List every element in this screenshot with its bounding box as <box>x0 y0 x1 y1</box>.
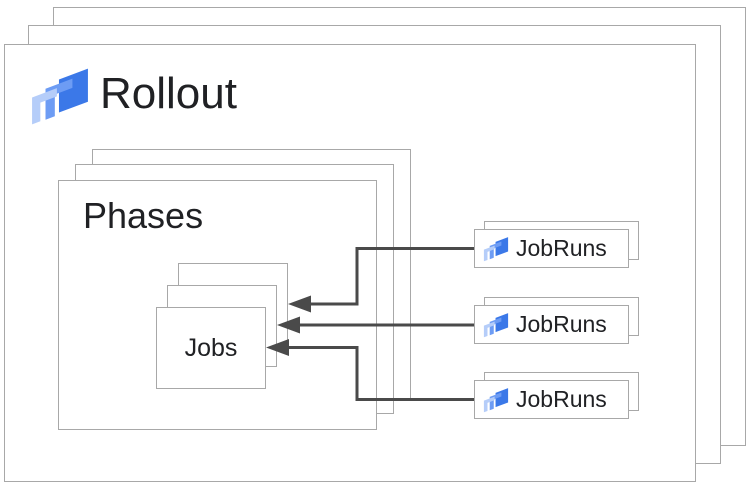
jobruns-card-3: JobRuns <box>474 380 629 419</box>
arrow-jobruns2-to-jobs <box>277 316 474 334</box>
jobruns-label: JobRuns <box>516 386 607 412</box>
jobruns-card-1: JobRuns <box>474 229 629 268</box>
phases-title: Phases <box>83 195 204 236</box>
jobruns-label: JobRuns <box>516 235 607 261</box>
jobs-label: Jobs <box>184 333 238 362</box>
jobruns-card-2: JobRuns <box>474 305 629 344</box>
rollout-title: Rollout <box>100 69 237 118</box>
arrow-jobruns1-to-jobs <box>288 247 474 313</box>
arrow-jobruns3-to-jobs <box>266 339 474 401</box>
jobs-card: Jobs <box>156 307 266 389</box>
jobruns-label: JobRuns <box>516 311 607 337</box>
